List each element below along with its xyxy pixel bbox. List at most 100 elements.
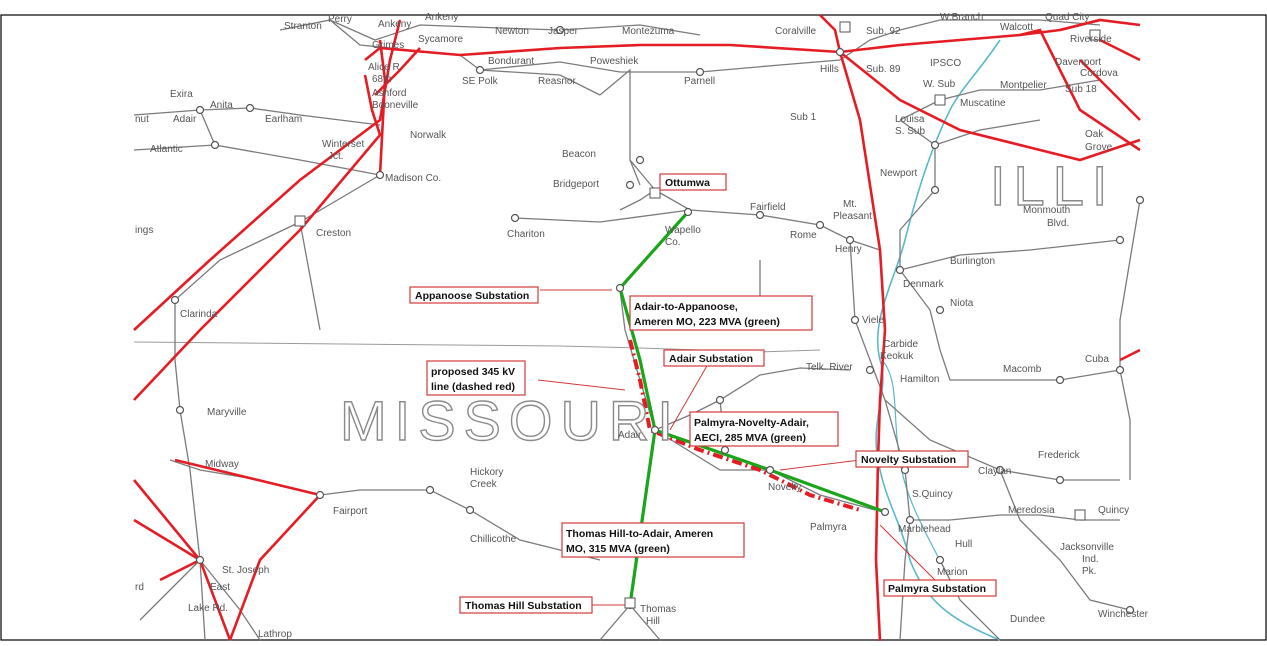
callout-arrows xyxy=(537,289,941,606)
place-label: Hill xyxy=(646,616,660,627)
place-label: Carbide xyxy=(883,339,918,350)
callout-adair-substation: Adair Substation xyxy=(663,349,765,367)
place-label: Exira xyxy=(170,89,193,100)
place-label: Muscatine xyxy=(960,98,1006,109)
place-label: Lathrop xyxy=(258,629,292,640)
place-label: Poweshiek xyxy=(590,56,639,67)
place-label: Burlington xyxy=(950,256,995,267)
place-label: Riverside xyxy=(1070,34,1112,45)
place-label: Chillicothe xyxy=(470,534,517,545)
svg-text:Novelty Substation: Novelty Substation xyxy=(861,454,956,466)
svg-text:Adair Substation: Adair Substation xyxy=(669,353,753,365)
place-label: Quincy xyxy=(1098,505,1129,516)
place-label: Chariton xyxy=(507,229,545,240)
place-label: Sub 1 xyxy=(790,112,817,123)
place-label: Norwalk xyxy=(410,130,447,141)
place-label: Sub 18 xyxy=(1065,84,1097,95)
place-label: Quad City xyxy=(1045,12,1089,23)
figure-border xyxy=(0,14,1267,641)
svg-text:Thomas Hill-to-Adair, Ameren: Thomas Hill-to-Adair, Ameren xyxy=(566,528,713,540)
place-label: Meredosia xyxy=(1008,505,1055,516)
place-label: Grimes xyxy=(372,40,404,51)
svg-text:Ameren MO, 223 MVA (green): Ameren MO, 223 MVA (green) xyxy=(634,316,780,328)
place-label: Maryville xyxy=(207,407,247,418)
place-label: Reasnor xyxy=(538,76,576,87)
place-label: Grove xyxy=(1085,142,1113,153)
place-label: Creston xyxy=(316,228,351,239)
place-label: IPSCO xyxy=(930,58,961,69)
place-label: S. Sub xyxy=(895,126,925,137)
place-label: Sycamore xyxy=(418,34,463,45)
place-label: Pleasant xyxy=(833,211,872,222)
callout-appanoose-substation: Appanoose Substation xyxy=(409,286,539,304)
place-label: nut xyxy=(135,114,149,125)
place-label: Winterset xyxy=(322,139,364,150)
place-label: Adair xyxy=(618,430,642,441)
place-label: Creek xyxy=(470,479,498,490)
place-label: Davenport xyxy=(1055,57,1101,68)
place-label: Clarinda xyxy=(180,309,218,320)
place-label: Perry xyxy=(328,14,352,25)
svg-text:line (dashed red): line (dashed red) xyxy=(431,381,515,393)
place-label: Atlantic xyxy=(150,144,183,155)
place-label: Macomb xyxy=(1003,364,1042,375)
place-label: Blvd. xyxy=(1047,218,1069,229)
place-label: SE Polk xyxy=(462,76,499,87)
place-label: Keokuk xyxy=(880,351,914,362)
place-label: Montezuma xyxy=(622,26,675,37)
place-label: St. Joseph xyxy=(222,565,269,576)
place-label: Claylan xyxy=(978,466,1011,477)
place-label: Ind. xyxy=(1082,554,1099,565)
place-label: Ankeny xyxy=(378,19,411,30)
place-label: Midway xyxy=(205,459,239,470)
callout-proposed-line: proposed 345 kV line (dashed red) xyxy=(426,360,526,396)
place-label: Madison Co. xyxy=(385,173,441,184)
mississippi-river xyxy=(875,39,1001,641)
place-label: Frederick xyxy=(1038,450,1081,461)
place-label: Newton xyxy=(495,26,529,37)
place-label: Telk. River xyxy=(806,362,853,373)
place-label: Newport xyxy=(880,168,917,179)
place-label: Niota xyxy=(950,298,974,309)
place-label: Sub. 89 xyxy=(866,64,901,75)
place-label: East xyxy=(210,582,230,593)
place-labels: Stranton Perry Ankeny Ankeny Newton Jasp… xyxy=(135,12,1149,640)
place-label: Rome xyxy=(790,230,817,241)
place-label: Beacon xyxy=(562,149,596,160)
place-label: 68th xyxy=(372,74,391,85)
place-label: Marblehead xyxy=(898,524,951,535)
place-label: Bondurant xyxy=(488,56,534,67)
place-label: Booneville xyxy=(372,100,419,111)
place-label: Earlham xyxy=(265,114,302,125)
place-label: Henry xyxy=(835,244,862,255)
place-label: Montpelier xyxy=(1000,80,1047,91)
place-label: Alice R. xyxy=(368,62,402,73)
place-label: Hull xyxy=(955,539,972,550)
svg-text:Palmyra Substation: Palmyra Substation xyxy=(888,583,986,595)
red-345kv-lines xyxy=(132,14,1141,642)
missouri-label: MISSOURI xyxy=(340,389,681,452)
place-label: rd xyxy=(135,582,144,593)
place-label: Lake Rd. xyxy=(188,603,228,614)
place-label: W.Branch xyxy=(940,12,983,23)
callout-thomas-hill-substation: Thomas Hill Substation xyxy=(459,596,593,614)
place-label: Hills xyxy=(820,64,839,75)
callout-adair-appanoose: Adair-to-Appanoose, Ameren MO, 223 MVA (… xyxy=(629,295,813,331)
place-label: Winchester xyxy=(1098,609,1149,620)
place-label: Jacksonville xyxy=(1060,542,1114,553)
place-label: Louisa xyxy=(895,114,925,125)
place-label: Fairfield xyxy=(750,202,786,213)
place-label: Jasper xyxy=(548,26,579,37)
svg-text:Appanoose Substation: Appanoose Substation xyxy=(415,290,529,302)
substation-squares xyxy=(294,21,1101,609)
place-label: W. Sub xyxy=(923,79,956,90)
place-label: ings xyxy=(135,225,153,236)
svg-text:MO, 315 MVA (green): MO, 315 MVA (green) xyxy=(566,543,670,555)
place-label: Sub. 92 xyxy=(866,26,901,37)
place-label: Pk. xyxy=(1082,566,1096,577)
state-boundary xyxy=(133,341,821,353)
top-margin xyxy=(0,0,1267,14)
place-label: Mt. xyxy=(843,199,857,210)
